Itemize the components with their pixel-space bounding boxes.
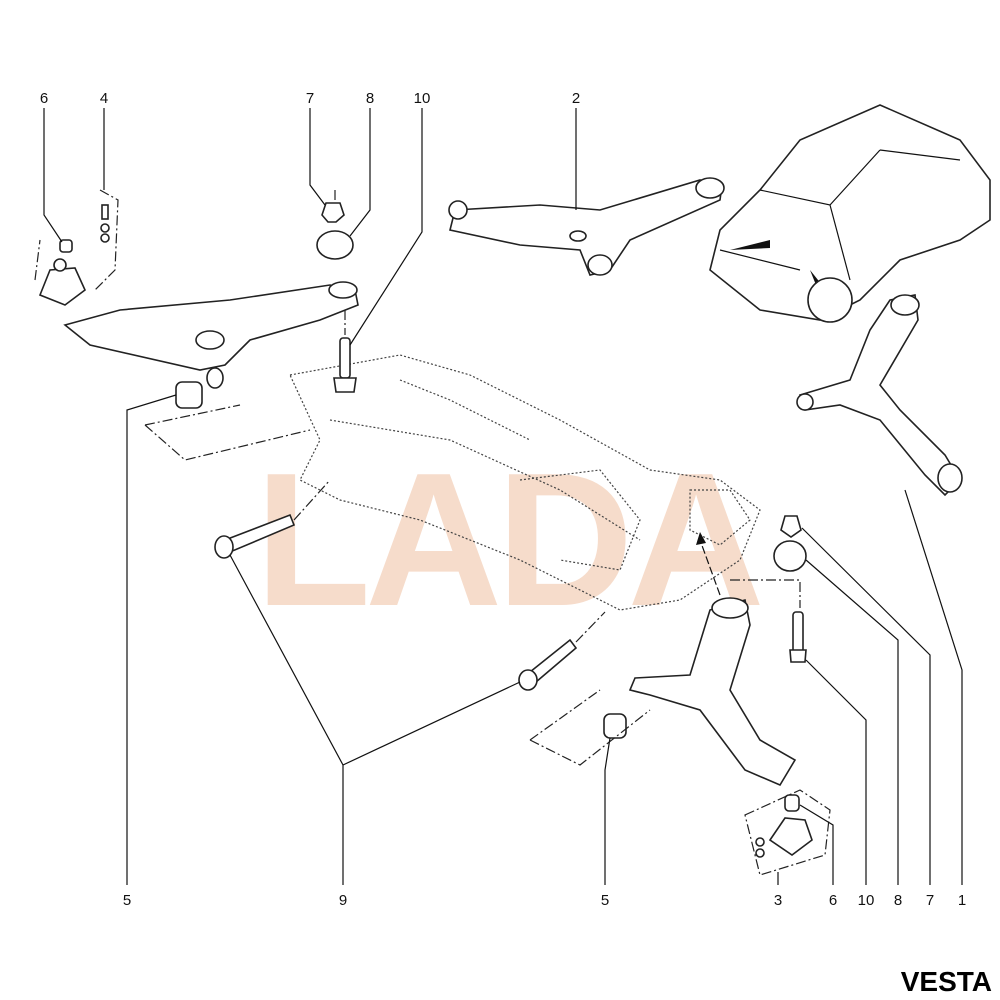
left-bushing bbox=[144, 381, 311, 461]
subframe bbox=[289, 354, 761, 611]
control-arm-1 bbox=[796, 294, 963, 497]
right-fasteners bbox=[730, 515, 807, 663]
callout-label: 2 bbox=[572, 90, 580, 107]
callout-label: 5 bbox=[601, 892, 609, 909]
callout-label: 6 bbox=[40, 90, 48, 107]
watermark-logo: LADA bbox=[255, 434, 760, 646]
callout-label: 1 bbox=[958, 892, 966, 909]
callout-label: 3 bbox=[774, 892, 782, 909]
left-control-arm bbox=[63, 281, 359, 389]
callout-label: 9 bbox=[339, 892, 347, 909]
callout-label: 7 bbox=[306, 90, 314, 107]
callout-leaders bbox=[43, 108, 963, 885]
callout-label: 4 bbox=[100, 90, 108, 107]
car-illustration bbox=[709, 104, 991, 323]
top-callout-labels: 6 4 7 8 10 2 bbox=[40, 90, 580, 107]
callout-label: 8 bbox=[366, 90, 374, 107]
callout-label: 8 bbox=[894, 892, 902, 909]
subframe-bolts bbox=[214, 479, 606, 691]
callout-label: 7 bbox=[926, 892, 934, 909]
control-arm-2 bbox=[448, 177, 725, 276]
callout-label: 6 bbox=[829, 892, 837, 909]
right-ball-joint bbox=[744, 789, 831, 876]
model-name: VESTA bbox=[900, 966, 992, 997]
callout-label: 10 bbox=[414, 90, 431, 107]
callout-label: 10 bbox=[858, 892, 875, 909]
left-ball-joint bbox=[34, 189, 119, 306]
lower-right-control-arm bbox=[529, 532, 797, 787]
callout-label: 5 bbox=[123, 892, 131, 909]
top-fasteners bbox=[316, 190, 357, 393]
bottom-callout-labels: 5 9 5 3 6 10 8 7 1 bbox=[123, 892, 966, 909]
